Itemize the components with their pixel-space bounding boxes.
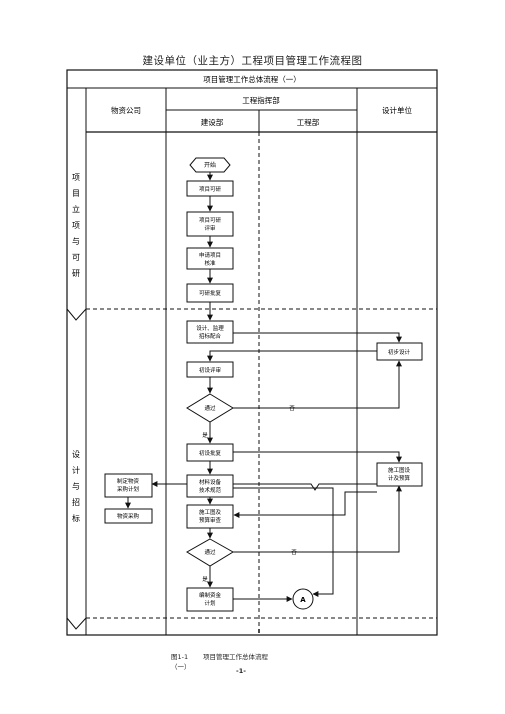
- svg-text:与: 与: [72, 237, 80, 246]
- svg-text:计: 计: [72, 465, 80, 475]
- svg-text:项目可研: 项目可研: [199, 186, 222, 193]
- node-label-line: 物资采购: [117, 512, 140, 520]
- label-no-1: 否: [289, 405, 295, 412]
- node-label-line: 设计、监理: [196, 324, 224, 332]
- design-review-box: 初设评审: [186, 361, 234, 378]
- document-title: 建设单位（业主方）工程项目管理工作流程图: [142, 55, 363, 67]
- material-purchase-box: 物资采购: [104, 508, 153, 524]
- group-command-header: 工程指挥部: [242, 95, 280, 105]
- node-label-line: 项目可研: [199, 186, 222, 193]
- svg-text:施工图及预算审查: 施工图及预算审查: [199, 508, 222, 524]
- connector-a: A: [292, 588, 314, 610]
- node-label-line: 核准: [204, 259, 216, 267]
- svg-text:通过: 通过: [204, 404, 216, 412]
- svg-text:A: A: [300, 596, 306, 604]
- figure-caption: 项目管理工作总体流程: [203, 653, 268, 661]
- svg-text:项: 项: [72, 221, 80, 230]
- label-yes-2: 是: [202, 576, 208, 583]
- svg-text:初设批复: 初设批复: [199, 449, 222, 457]
- svg-text:可: 可: [72, 253, 80, 262]
- label-yes-1: 是: [202, 432, 208, 439]
- material-plan-box: 制定物资采购计划: [104, 473, 153, 498]
- node-label-line: 技术规范: [199, 486, 222, 494]
- svg-text:通过: 通过: [204, 548, 216, 556]
- svg-text:设: 设: [72, 449, 80, 459]
- figure-number: 图1-1: [171, 653, 189, 661]
- node-label-line: 施工图设: [388, 466, 411, 474]
- node-label-line: 编制资金: [199, 591, 222, 599]
- page-number: -1-: [236, 667, 246, 675]
- design-cooperation-box: 设计、监理招标配合: [186, 320, 234, 344]
- node-label-line: 初设批复: [199, 449, 222, 457]
- svg-text:施工图设计及预算: 施工图设计及预算: [388, 466, 411, 482]
- svg-text:研: 研: [72, 269, 80, 278]
- apply-approval-box: 申请项目核准: [186, 247, 234, 270]
- figure-caption-sub: （一）: [171, 663, 191, 671]
- node-label-line: 计划: [204, 599, 215, 607]
- col-design-header: 设计单位: [382, 105, 412, 115]
- svg-text:制定物资采购计划: 制定物资采购计划: [117, 477, 140, 493]
- preliminary-design-box: 初步设计: [376, 342, 423, 361]
- node-label-line: 施工图及: [199, 508, 222, 516]
- svg-text:标: 标: [72, 513, 80, 523]
- phase-label-2: 设 计 与 招 标: [72, 449, 80, 523]
- col-materials-header: 物资公司: [111, 105, 141, 115]
- study-plan-box: 可研批复: [186, 283, 234, 303]
- svg-text:项: 项: [72, 173, 80, 182]
- svg-text:初设评审: 初设评审: [199, 366, 222, 374]
- budget-review-box: 施工图及预算审查: [186, 504, 234, 529]
- node-label-line: 初设评审: [199, 366, 222, 374]
- node-label-line: 采购计划: [117, 485, 139, 493]
- phase-label-1: 项 目 立 项 与 可 研: [72, 173, 80, 278]
- col-construction-header: 建设部: [201, 117, 224, 127]
- col-engineering-header: 工程部: [297, 117, 320, 127]
- proposal-box: 项目可研: [186, 180, 234, 197]
- flow-title: 项目管理工作总体流程（一）: [203, 74, 301, 84]
- node-label-line: 可研批复: [199, 289, 222, 297]
- node-label-line: 申请项目: [199, 251, 221, 259]
- svg-text:开始: 开始: [204, 161, 216, 169]
- decision-pass-2: 通过: [186, 538, 234, 567]
- construction-drawing-box: 施工图设计及预算: [376, 462, 423, 487]
- feasibility-review-box: 项目可研评审: [186, 211, 234, 237]
- outer-frame: [66, 69, 438, 636]
- label-no-2: 否: [291, 549, 297, 556]
- svg-text:项目可研评审: 项目可研评审: [199, 217, 222, 232]
- svg-text:材料设备技术规范: 材料设备技术规范: [199, 478, 222, 494]
- decision-pass-1: 通过: [186, 393, 234, 423]
- svg-text:招: 招: [72, 497, 80, 507]
- svg-text:物资采购: 物资采购: [117, 512, 140, 520]
- material-tech-box: 材料设备技术规范: [186, 474, 234, 498]
- node-label-line: 材料设备: [199, 478, 222, 486]
- svg-text:立: 立: [72, 204, 80, 214]
- node-label-line: 预算审查: [199, 516, 222, 524]
- node-label-line: 项目可研: [199, 217, 222, 224]
- node-label-line: 制定物资: [117, 477, 140, 485]
- svg-text:与: 与: [72, 482, 80, 491]
- svg-text:初步设计: 初步设计: [388, 348, 411, 356]
- start-node: 开始: [189, 157, 231, 173]
- approval-reply-box: 初设批复: [186, 443, 234, 462]
- node-label-line: 计及预算: [388, 474, 411, 482]
- svg-text:可研批复: 可研批复: [199, 289, 222, 297]
- svg-text:申请项目核准: 申请项目核准: [199, 251, 221, 267]
- svg-text:设计、监理招标配合: 设计、监理招标配合: [196, 324, 224, 340]
- node-label-line: 初步设计: [388, 348, 411, 356]
- node-label-line: 评审: [204, 224, 216, 232]
- fund-plan-box: 编制资金计划: [186, 587, 234, 612]
- node-label-line: 招标配合: [199, 332, 222, 340]
- svg-text:目: 目: [72, 189, 80, 198]
- svg-text:编制资金计划: 编制资金计划: [199, 591, 222, 607]
